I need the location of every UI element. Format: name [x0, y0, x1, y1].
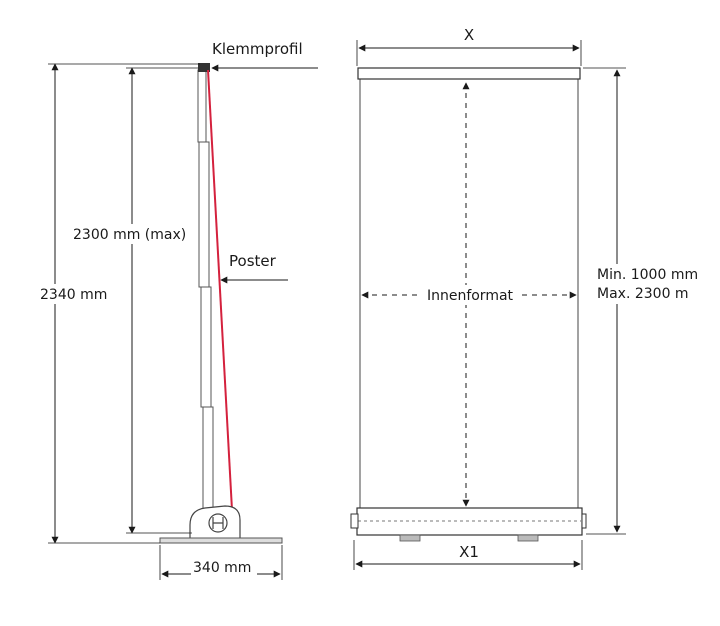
clamp-profile-label: Klemmprofil [212, 40, 303, 58]
foot-left [399, 534, 421, 542]
max-height-range-label: Max. 2300 m [597, 286, 689, 302]
max-height-label: 2300 mm (max) [73, 227, 186, 243]
inner-format-label: Innenformat [427, 288, 514, 304]
total-height-label: 2340 mm [40, 287, 107, 303]
front-view: X X1 Innenformat Min. 1000 mm Max. 2300 … [350, 26, 718, 570]
poster-label: Poster [229, 252, 277, 270]
min-height-label: Min. 1000 mm [597, 267, 698, 283]
clamp-profile [198, 63, 210, 72]
bottom-width-label: X1 [459, 543, 479, 561]
base-width-label: 340 mm [193, 560, 251, 576]
base-cassette [350, 507, 587, 542]
top-clamp-bar [357, 67, 581, 80]
side-view: 2340 mm 2300 mm (max) Klemmprofil Poster… [40, 40, 318, 580]
stand-base [159, 505, 283, 544]
foot-right [517, 534, 539, 542]
top-width-label: X [464, 26, 474, 44]
poster-line [207, 69, 233, 511]
base-foot [159, 537, 283, 544]
